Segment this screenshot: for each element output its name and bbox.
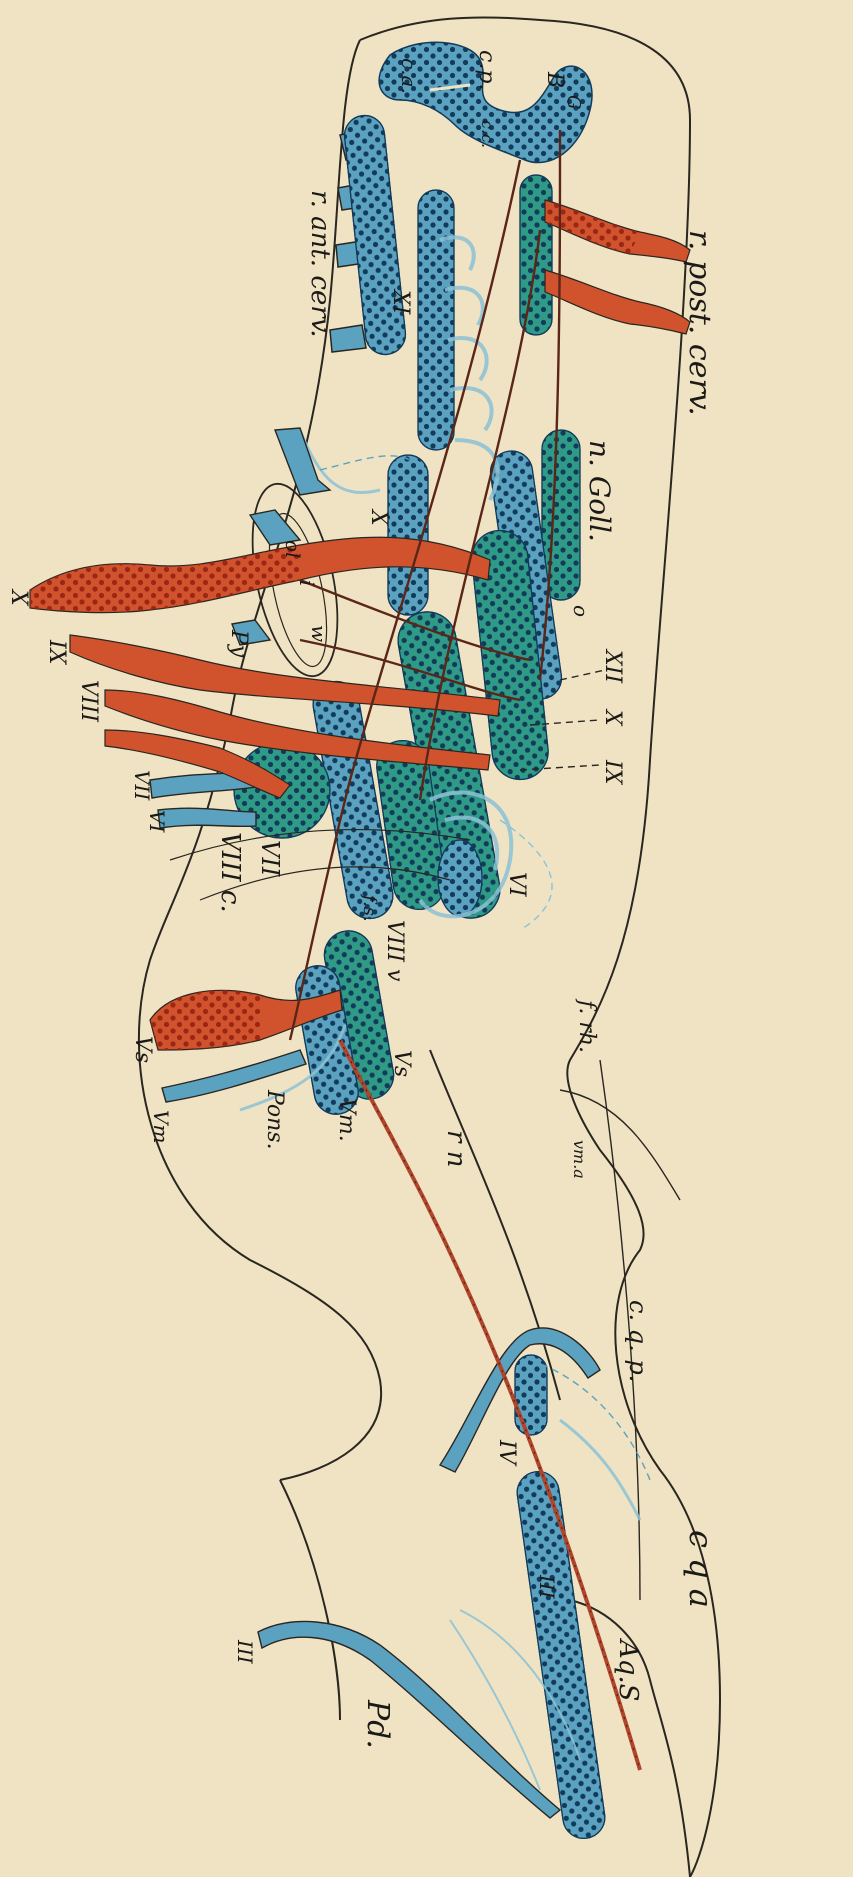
label-r-n: r n	[441, 1130, 471, 1167]
label-xi: XI	[388, 288, 413, 316]
label-ix-root: IX	[44, 639, 69, 666]
label-vs-root: Vs	[130, 1036, 155, 1063]
label-viii-root: VIII	[76, 680, 101, 723]
label-o: o	[569, 605, 593, 617]
label-c-p: c.p.	[474, 50, 499, 90]
label-r-post-cerv: r. post. cerv.	[682, 230, 717, 416]
label-c-q-a: c q a	[682, 1530, 720, 1608]
label-vs-nucleus: Vs	[389, 1050, 414, 1077]
label-viii-c: VIII c.	[215, 832, 245, 913]
label-c-c: c.c.	[478, 120, 497, 148]
label-r-ant-cerv: r. ant. cerv.	[305, 190, 335, 338]
label-x-dash: X	[600, 708, 625, 727]
label-ix-dash: IX	[600, 759, 625, 786]
label-iii-root: III	[233, 1639, 257, 1665]
label-pons: Pons.	[262, 1089, 287, 1150]
label-xii-dash: XII	[600, 648, 625, 684]
label-iv: IV	[494, 1439, 519, 1467]
label-iii-nucleus: III	[535, 1574, 559, 1600]
label-vm-root: Vm	[149, 1110, 173, 1143]
label-x-root: X	[6, 588, 31, 607]
label-n-goll: n. Goll.	[583, 440, 616, 542]
label-vm-a: vm.a	[570, 1140, 589, 1179]
label-i: i	[295, 580, 319, 586]
label-c-a: c.a.	[397, 58, 421, 94]
label-viii-v: VIII v	[382, 920, 407, 982]
label-aq-s: Aq.S	[613, 1638, 643, 1702]
label-vi-root: VI	[145, 810, 169, 833]
label-vi-nucleus: VI	[504, 872, 529, 898]
label-vm-nucleus: Vm.	[334, 1098, 359, 1142]
label-f-s: f.s.	[359, 893, 380, 922]
label-f-rh: f. rh.	[574, 998, 599, 1053]
label-py: Py	[226, 629, 251, 658]
label-b: B	[542, 71, 567, 88]
label-c-q-p: c. q. p.	[624, 1300, 652, 1382]
label-w: w	[307, 625, 331, 642]
label-x-nucleus: X	[366, 508, 391, 527]
label-g: G	[563, 95, 584, 109]
label-vii-nucleus: VII	[256, 840, 284, 877]
label-pd: Pd.	[360, 1699, 395, 1749]
label-ol: ol	[281, 540, 305, 558]
label-vii-root: VII	[130, 770, 154, 801]
